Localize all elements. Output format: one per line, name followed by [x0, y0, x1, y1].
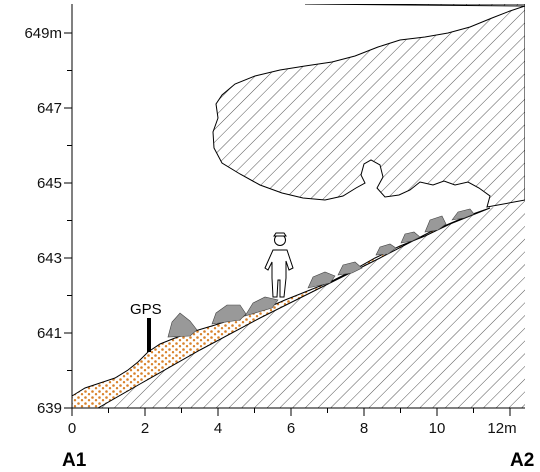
boulder: [244, 296, 279, 317]
x-tick-label: 8: [360, 420, 368, 437]
x-tick-label: 2: [141, 420, 149, 437]
section-end-a2: A2: [510, 450, 534, 471]
section-end-a1: A1: [62, 450, 87, 471]
boulder: [211, 304, 247, 325]
x-axis-ticks: 0 2 4 6 8 10 12m: [68, 408, 517, 437]
y-tick-label: 645: [37, 175, 62, 192]
boulder: [451, 208, 475, 221]
y-tick-label: 641: [37, 325, 62, 342]
boulder: [167, 312, 198, 338]
boulders: [167, 208, 475, 338]
y-tick-label: 647: [37, 100, 62, 117]
y-axis-ticks: 639 641 643 645 647 649m: [24, 25, 72, 417]
boulder: [375, 243, 397, 256]
gps-label: GPS: [130, 301, 162, 318]
boulder: [337, 261, 363, 276]
y-tick-label: 643: [37, 250, 62, 267]
x-tick-label: 0: [68, 420, 76, 437]
boulder: [400, 231, 421, 244]
overhang-rock: [212, 4, 525, 208]
bedrock-area: [72, 200, 525, 408]
x-tick-label: 10: [429, 420, 446, 437]
human-figure: [264, 232, 294, 298]
boulder: [307, 271, 336, 289]
x-tick-label: 4: [214, 420, 222, 437]
y-tick-label: 639: [37, 400, 62, 417]
boulder: [424, 215, 447, 233]
gps-marker: [147, 318, 151, 352]
x-tick-label: 12m: [487, 420, 516, 437]
x-tick-label: 6: [287, 420, 295, 437]
y-tick-label: 649m: [24, 25, 62, 42]
